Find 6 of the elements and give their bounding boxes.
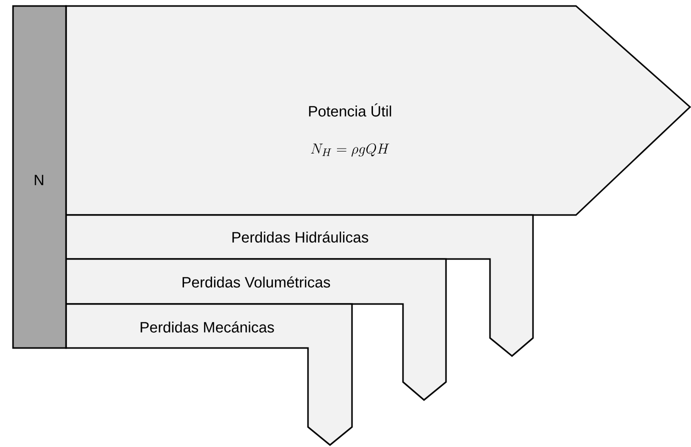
loss-label: Perdidas Volumétricas bbox=[182, 276, 330, 288]
source-label: N bbox=[34, 174, 44, 186]
flow-label: Potencia Útil bbox=[309, 103, 392, 117]
formula: $N_{H} = \rho g Q H$ bbox=[311, 143, 390, 157]
loss-label: Perdidas Mecánicas bbox=[140, 321, 274, 333]
loss-label: Perdidas Hidráulicas bbox=[232, 231, 368, 243]
